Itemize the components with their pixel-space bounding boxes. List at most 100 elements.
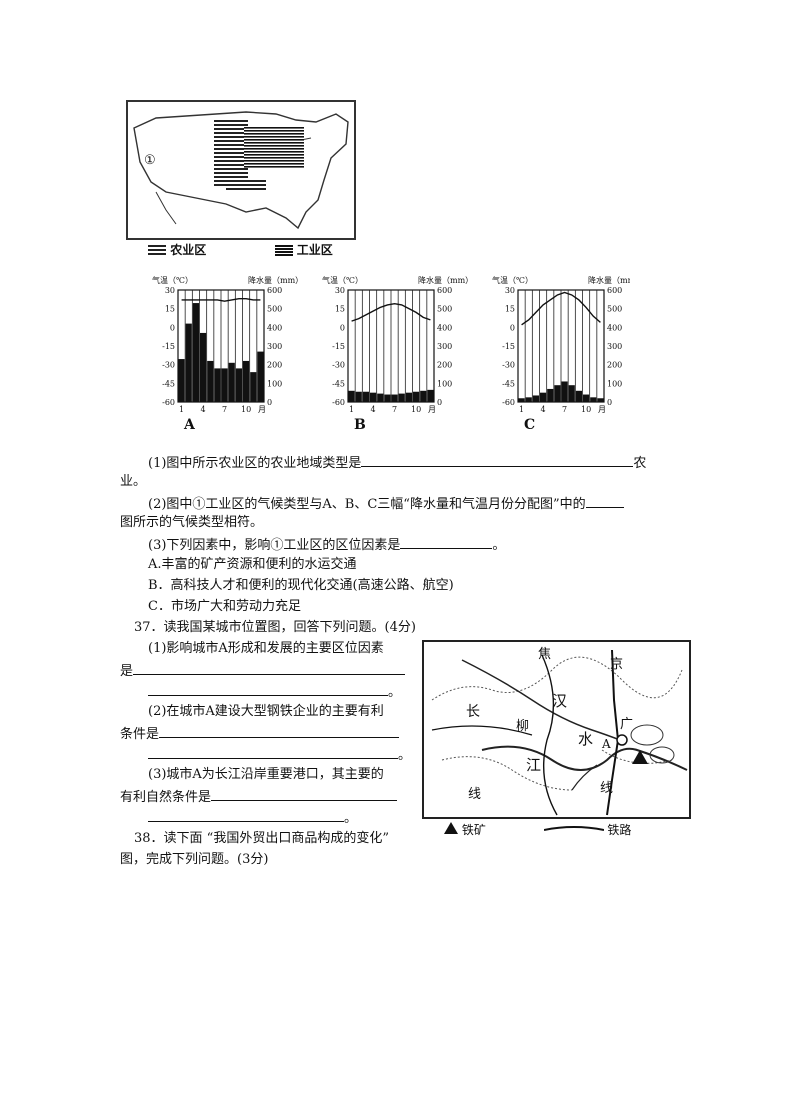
- temperature-line: [521, 291, 601, 326]
- industry-legend-icon: [274, 244, 293, 257]
- precip-bar: [561, 381, 568, 402]
- agriculture-legend-icon: [148, 244, 166, 257]
- temp-tick-label: 0: [170, 323, 175, 332]
- precip-tick-label: 200: [607, 361, 622, 370]
- month-tick-label: 7: [562, 405, 567, 414]
- temperature-line: [351, 302, 431, 322]
- precip-bar: [228, 362, 235, 402]
- temp-tick-label: -30: [502, 361, 515, 370]
- map-marker-1: ①: [144, 153, 156, 168]
- precip-bar: [518, 398, 525, 402]
- q36-p3-answer-blank[interactable]: [400, 534, 493, 549]
- precip-tick-label: 600: [607, 286, 622, 295]
- precip-bar: [185, 323, 192, 402]
- precip-bar: [398, 393, 405, 402]
- precip-axis-title: 降水量（mm）: [418, 275, 473, 285]
- usa-map-legend: 农业区 工业区: [148, 240, 333, 260]
- precip-bar: [348, 390, 355, 402]
- q36-p1: (1)图中所示农业区的农业地域类型是: [148, 456, 362, 471]
- precip-bar: [525, 397, 532, 402]
- q37-s2b: 条件是: [120, 727, 160, 742]
- q37-s3-answer-blank-1[interactable]: [211, 786, 398, 801]
- precip-tick-label: 100: [267, 379, 282, 388]
- map-label-liu: 柳: [516, 719, 529, 734]
- chart-letter-label: B: [354, 417, 366, 433]
- month-unit-label: 月: [258, 405, 266, 414]
- temp-tick-label: -60: [332, 398, 345, 407]
- temp-tick-label: 30: [165, 286, 175, 295]
- temp-axis-title: 气温（℃）: [492, 275, 533, 285]
- precip-bar: [192, 303, 199, 402]
- precip-bar: [405, 392, 412, 402]
- industrial-region: [244, 126, 304, 168]
- map-label-jiang: 江: [526, 756, 541, 774]
- chart-letter-label: A: [183, 417, 196, 433]
- month-tick-label: 10: [411, 405, 421, 414]
- month-unit-label: 月: [598, 405, 606, 414]
- usa-map: ①: [126, 100, 356, 240]
- temp-tick-label: -15: [162, 342, 175, 351]
- iron-ore-legend-label: 铁矿: [461, 823, 486, 837]
- map-label-city-a: A: [601, 737, 611, 751]
- q36-p3: (3)下列因素中，影响①工业区的区位因素是: [148, 538, 401, 553]
- q36-option-c: C．市场广大和劳动力充足: [148, 599, 301, 614]
- precip-tick-label: 400: [607, 323, 622, 332]
- q36-p1-answer-blank[interactable]: [361, 452, 634, 467]
- map-label-han: 汉: [552, 692, 567, 710]
- precip-tick-label: 600: [267, 286, 282, 295]
- precip-bar: [221, 368, 228, 402]
- month-tick-label: 7: [392, 405, 397, 414]
- agriculture-legend-label: 农业区: [170, 243, 207, 257]
- chart-letter-label: C: [524, 417, 535, 433]
- q37-s3a: (3)城市A为长江沿岸重要港口，其主要的: [148, 767, 384, 782]
- precip-tick-label: 0: [607, 398, 612, 407]
- precip-bar: [532, 395, 539, 402]
- precip-bar: [235, 368, 242, 402]
- climate-charts-svg: 气温（℃） 降水量（mm） 30 600 15 500 0 400 -15 30 0 -30 200 -4…: [152, 275, 643, 433]
- q37-s2a: (2)在城市A建设大型钢铁企业的主要有利: [148, 704, 384, 719]
- q37-s1-answer-blank-2[interactable]: [148, 681, 388, 696]
- temp-tick-label: -15: [332, 342, 345, 351]
- agriculture-region: [214, 118, 266, 192]
- precip-tick-label: 0: [437, 398, 442, 407]
- temperature-line: [181, 298, 261, 302]
- q37-title: 37．读我国某城市位置图，回答下列问题。(4分): [134, 620, 416, 635]
- q36-p3-end: 。: [492, 538, 506, 553]
- q37-s2-period: 。: [398, 748, 412, 763]
- temp-tick-label: 0: [510, 323, 515, 332]
- temp-tick-label: 30: [335, 286, 345, 295]
- temp-tick-label: -15: [502, 342, 515, 351]
- precip-tick-label: 500: [437, 305, 452, 314]
- month-tick-label: 1: [349, 405, 354, 414]
- precip-tick-label: 500: [607, 305, 622, 314]
- temp-tick-label: 30: [505, 286, 515, 295]
- precip-bar: [214, 368, 221, 402]
- precip-bar: [384, 394, 391, 402]
- precip-bar: [243, 360, 250, 402]
- usa-map-figure: ①: [126, 100, 356, 240]
- map-label-guang: 广: [620, 717, 633, 732]
- q36-option-a: A.丰富的矿产资源和便利的水运交通: [148, 557, 357, 572]
- q36-p2-answer-blank[interactable]: [585, 493, 624, 508]
- precip-bar: [590, 397, 597, 402]
- q36-option-b: B．高科技人才和便利的现代化交通(高速公路、航空): [148, 578, 454, 593]
- precip-axis-title: 降水量（mm）: [588, 275, 630, 285]
- temp-tick-label: -60: [502, 398, 515, 407]
- month-tick-label: 10: [581, 405, 591, 414]
- precip-bar: [362, 391, 369, 402]
- iron-ore-marker: [632, 750, 648, 764]
- precip-bar: [178, 359, 185, 402]
- temp-tick-label: 15: [165, 305, 175, 314]
- temp-tick-label: -45: [332, 379, 345, 388]
- railway-legend-icon: [543, 826, 604, 831]
- precip-tick-label: 500: [267, 305, 282, 314]
- precip-bar: [377, 393, 384, 402]
- precip-bar: [427, 389, 434, 402]
- q37-s1-answer-blank-1[interactable]: [133, 660, 406, 675]
- q37-s3-period: 。: [344, 811, 358, 826]
- map-label-shui: 水: [578, 730, 593, 748]
- q37-s3-answer-blank-2[interactable]: [148, 807, 344, 822]
- q37-s1-period: 。: [388, 685, 402, 700]
- q37-s2-answer-blank-1[interactable]: [159, 723, 400, 738]
- q37-s2-answer-blank-2[interactable]: [148, 744, 398, 759]
